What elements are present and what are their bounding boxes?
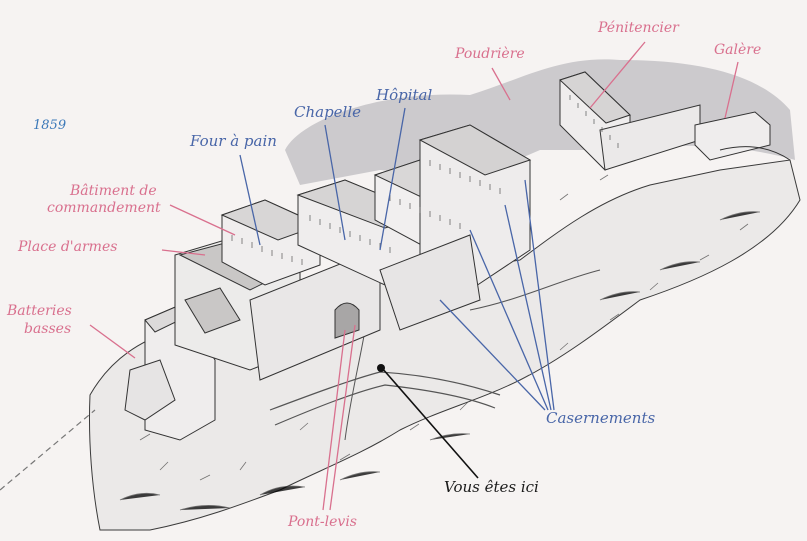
line-casernements-2 bbox=[469, 229, 549, 411]
road bbox=[269, 371, 501, 411]
label-batteries-line2: basses bbox=[24, 321, 72, 337]
you-are-here-dot bbox=[377, 364, 385, 372]
line-poudriere bbox=[491, 67, 511, 101]
dashed-path bbox=[0, 409, 96, 491]
line-penitencier bbox=[589, 41, 646, 109]
line-pontlevis-2 bbox=[329, 324, 356, 511]
line-batiment bbox=[169, 204, 236, 236]
label-penitencier: Pénitencier bbox=[598, 20, 679, 36]
line-casernements-1 bbox=[439, 299, 546, 411]
label-place-darmes: Place d'armes bbox=[18, 239, 118, 255]
label-pont-levis: Pont-levis bbox=[288, 514, 357, 530]
line-chapelle bbox=[324, 124, 346, 241]
label-galere: Galère bbox=[714, 42, 762, 58]
line-vous-etes-ici bbox=[381, 367, 479, 479]
label-poudriere: Poudrière bbox=[455, 46, 525, 62]
label-chapelle: Chapelle bbox=[294, 103, 362, 121]
label-batiment-line2: commandement bbox=[47, 200, 161, 216]
main-wall bbox=[249, 259, 381, 381]
label-batiment-line1: Bâtiment de bbox=[70, 183, 157, 199]
gate bbox=[334, 302, 360, 339]
galere-building bbox=[694, 111, 771, 161]
line-four bbox=[239, 154, 261, 246]
line-place-darmes bbox=[161, 249, 206, 256]
grey-shadow bbox=[285, 59, 795, 186]
year-label: 1859 bbox=[33, 118, 67, 133]
line-pontlevis-1 bbox=[322, 329, 346, 511]
line-casernements-4 bbox=[524, 179, 555, 411]
label-vous-etes-ici: Vous êtes ici bbox=[444, 478, 539, 496]
line-hopital bbox=[379, 107, 406, 251]
label-batteries-line1: Batteries bbox=[7, 303, 72, 319]
label-four-a-pain: Four à pain bbox=[190, 132, 277, 150]
label-casernements: Casernements bbox=[546, 409, 656, 427]
line-casernements-3 bbox=[504, 204, 552, 411]
line-batteries bbox=[89, 324, 136, 359]
label-hopital: Hôpital bbox=[376, 86, 433, 104]
line-galere bbox=[724, 61, 739, 119]
